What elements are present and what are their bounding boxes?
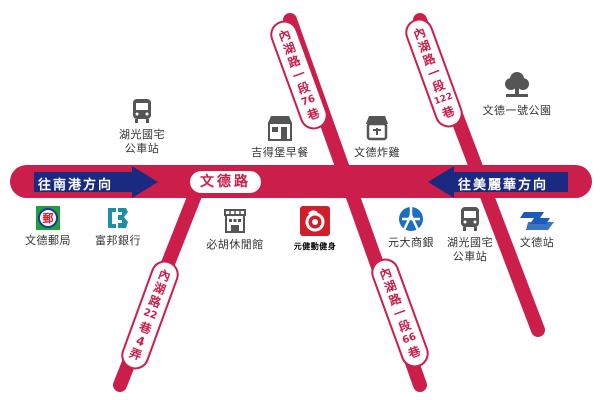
- poi-bus-stop-north[interactable]: 湖光國宅 公車站: [112, 98, 172, 156]
- poi-label: 湖光國宅: [447, 236, 493, 249]
- road-name-wende: 文德路: [190, 171, 261, 193]
- poi-label: 文德郵局: [25, 234, 71, 247]
- fubon-bank-icon: [108, 208, 128, 228]
- poi-label: 文德站: [519, 236, 555, 249]
- svg-text:郵: 郵: [43, 211, 54, 225]
- poi-label: 元大商銀: [388, 236, 434, 249]
- metro-icon: [520, 212, 554, 230]
- poi-wende-fried-chicken[interactable]: 文德炸雞: [347, 114, 407, 160]
- shop-icon: [224, 209, 246, 233]
- poi-label: 文德炸雞: [354, 146, 400, 159]
- poi-wende-park[interactable]: 文德一號公園: [472, 70, 562, 118]
- bus-icon: [461, 207, 479, 231]
- arrow-west-icon: [34, 166, 158, 198]
- store-icon: [366, 116, 388, 141]
- tree-icon: [505, 72, 529, 97]
- bus-icon: [133, 99, 151, 123]
- poi-wende-mrt[interactable]: 文德站: [512, 210, 562, 250]
- poi-bisheng-leisure[interactable]: 必胡休閒館: [200, 208, 270, 252]
- poi-label: 吉得堡早餐: [251, 146, 309, 159]
- yuanta-bank-icon: [399, 207, 423, 231]
- poi-label: 湖光國宅: [119, 128, 165, 141]
- direction-label-miramar: 往美麗華方向: [458, 178, 549, 193]
- poi-post-office[interactable]: 郵 文德郵局: [20, 206, 76, 248]
- poi-fubon-bank[interactable]: 富邦銀行: [90, 206, 146, 248]
- poi-yuanjian-gym[interactable]: 元健動健身: [290, 206, 340, 254]
- poi-jide-breakfast[interactable]: 吉得堡早餐: [245, 114, 315, 160]
- poi-label: 公車站: [124, 142, 160, 155]
- poi-bus-stop-south[interactable]: 湖光國宅 公車站: [440, 206, 500, 264]
- poi-label: 必胡休閒館: [206, 238, 264, 251]
- poi-label: 公車站: [452, 250, 488, 263]
- poi-label: 文德一號公園: [482, 104, 552, 117]
- arrow-east-icon: [428, 166, 568, 198]
- poi-label: 元健動健身: [293, 242, 337, 251]
- poi-yuanta-bank[interactable]: 元大商銀: [386, 206, 436, 250]
- direction-label-nangang: 往南港方向: [38, 178, 114, 193]
- poi-label: 富邦銀行: [95, 234, 141, 247]
- gym-logo-icon: [300, 206, 330, 236]
- shop-icon: [268, 116, 292, 141]
- post-office-icon: 郵: [36, 206, 60, 230]
